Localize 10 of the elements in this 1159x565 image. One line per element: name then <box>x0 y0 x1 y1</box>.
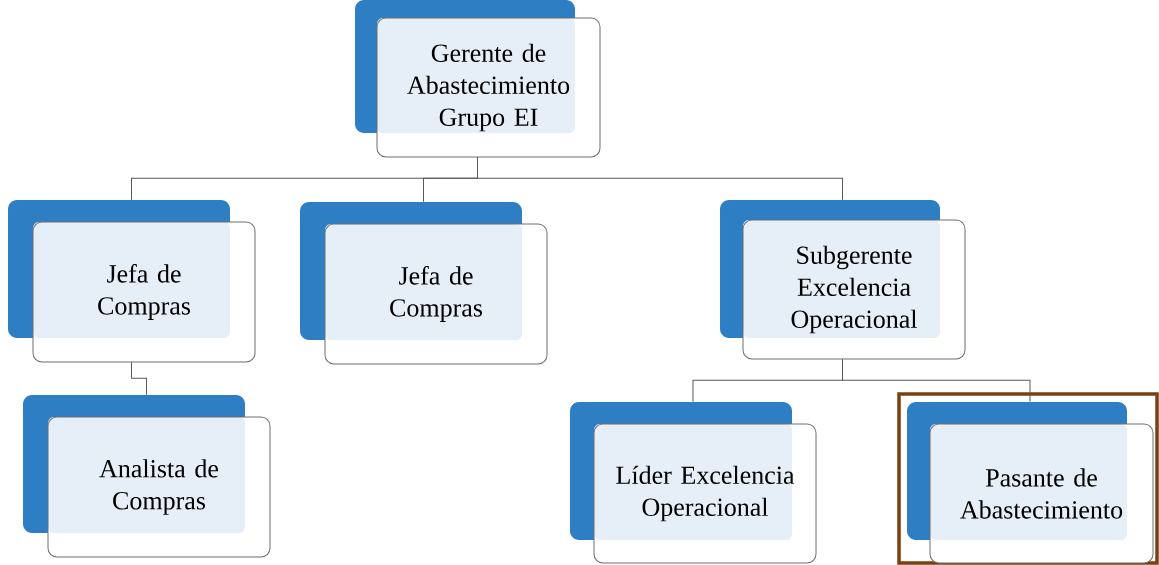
connector-line <box>842 358 1031 403</box>
org-box: Gerente de Abastecimiento Grupo EI <box>355 0 601 158</box>
org-box: Subgerente Excelencia Operacional <box>720 200 966 360</box>
org-box: Pasante de Abastecimiento <box>907 402 1154 564</box>
org-box: Analista de Compras <box>23 395 271 558</box>
org-box: Líder Excelencia Operacional <box>570 402 817 564</box>
org-box: Jefa de Compras <box>300 202 548 365</box>
connector-line <box>477 156 843 201</box>
connector-line <box>131 361 147 396</box>
org-box: Jefa de Compras <box>8 200 256 363</box>
